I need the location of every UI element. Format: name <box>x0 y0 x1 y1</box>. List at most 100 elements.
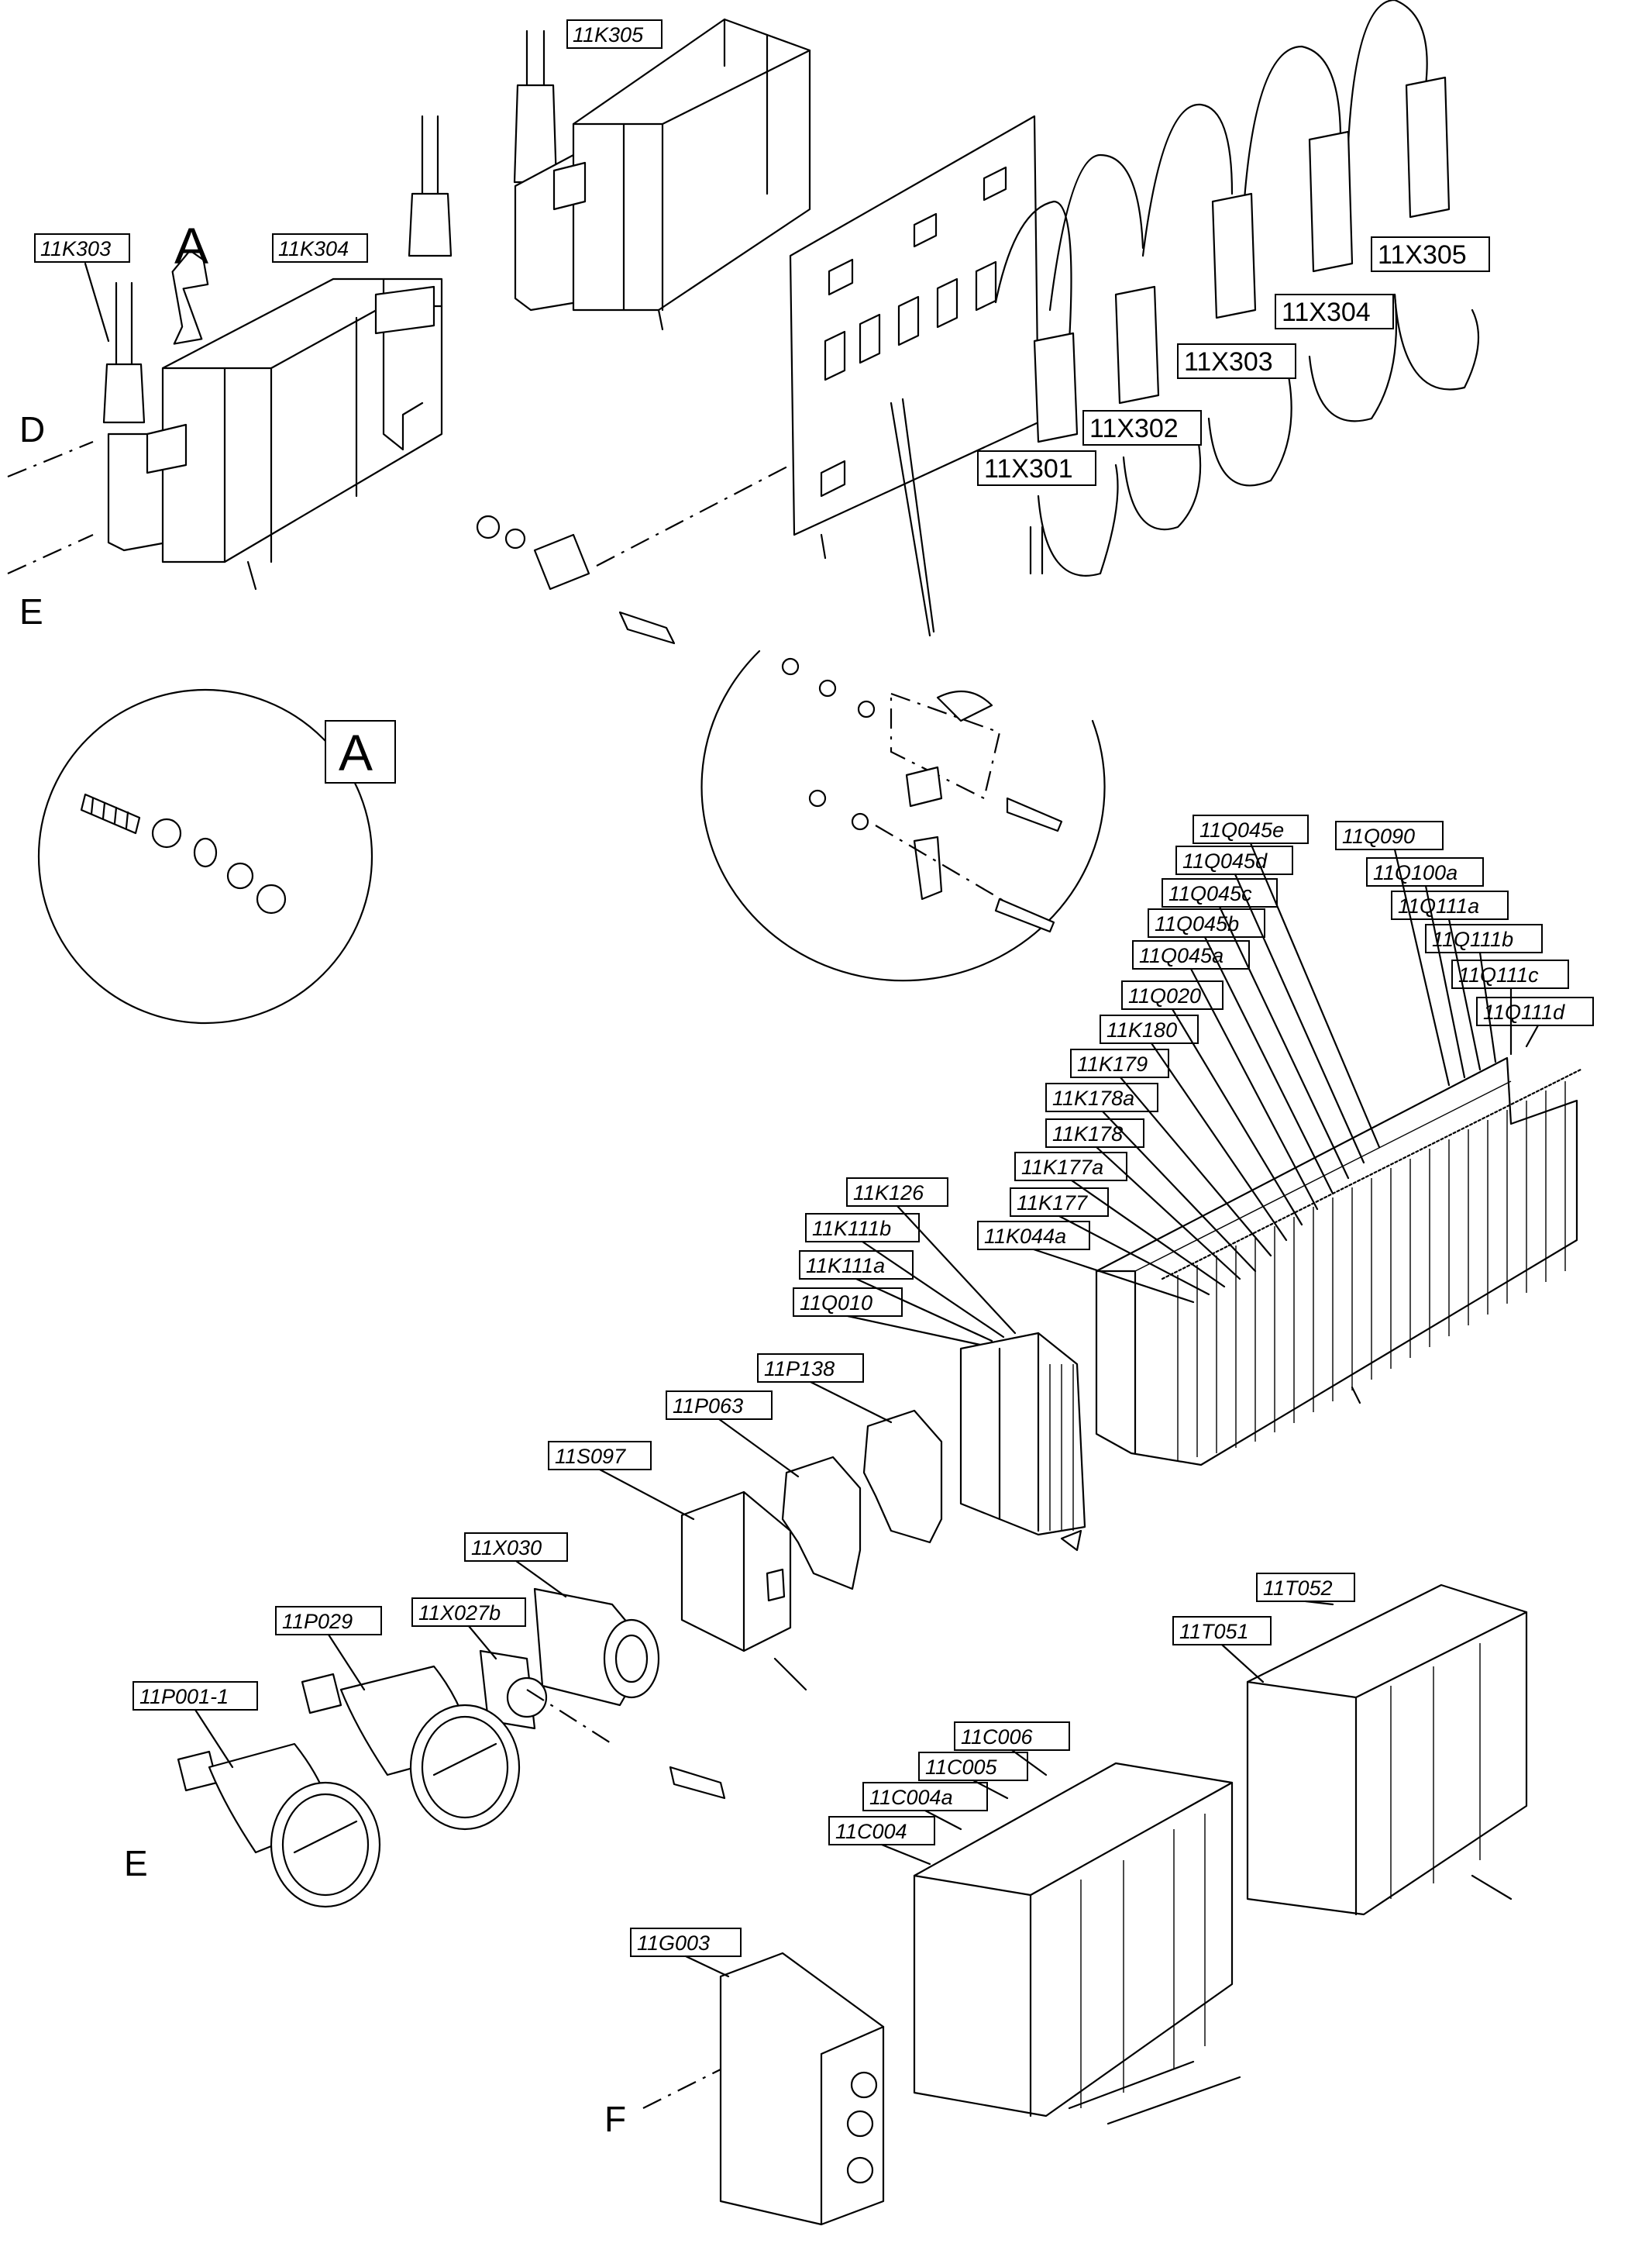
label-11K044a: 11K044a <box>977 1221 1090 1250</box>
svg-text:11Q100a: 11Q100a <box>1373 861 1458 884</box>
svg-text:11P001-1: 11P001-1 <box>139 1685 229 1708</box>
svg-text:11T052: 11T052 <box>1263 1576 1333 1600</box>
line-D <box>7 440 94 478</box>
label-11P138: 11P138 <box>757 1353 864 1383</box>
label-11Q100a: 11Q100a <box>1366 857 1484 887</box>
label-11G003: 11G003 <box>630 1928 742 1957</box>
modules-11T051-11T052 <box>1246 1583 1528 1916</box>
svg-text:11K178a: 11K178a <box>1052 1087 1134 1110</box>
svg-text:11C005: 11C005 <box>925 1756 998 1779</box>
socket-11X030-11X027b <box>479 1587 726 1800</box>
letter-A-arrow: A <box>174 217 208 274</box>
svg-text:11K178: 11K178 <box>1052 1122 1123 1146</box>
label-11K305: 11K305 <box>566 19 663 49</box>
label-11K178: 11K178 <box>1045 1118 1144 1148</box>
svg-text:11Q090: 11Q090 <box>1342 825 1415 848</box>
label-11K303: 11K303 <box>34 233 130 343</box>
svg-text:11K304: 11K304 <box>278 237 349 260</box>
svg-text:11K044a: 11K044a <box>984 1225 1066 1248</box>
label-11T052: 11T052 <box>1256 1573 1355 1602</box>
svg-text:11K111b: 11K111b <box>812 1217 891 1240</box>
label-11K177: 11K177 <box>1010 1187 1109 1217</box>
modules-11C004-11C006 <box>913 1762 1241 2125</box>
svg-text:11Q010: 11Q010 <box>800 1291 872 1315</box>
relay-module-bank <box>1095 1056 1582 1466</box>
svg-text:11Q111d: 11Q111d <box>1483 1001 1565 1024</box>
spacer-bolt <box>476 464 791 645</box>
svg-text:11X303: 11X303 <box>1184 347 1273 377</box>
letter-D: D <box>19 409 45 450</box>
terminal-blocks-11P063-11P138 <box>781 1409 943 1590</box>
label-11P029: 11P029 <box>275 1606 382 1635</box>
label-11Q111a: 11Q111a <box>1391 891 1509 920</box>
label-11Q045c: 11Q045c <box>1162 878 1278 908</box>
svg-text:11X304: 11X304 <box>1282 298 1371 327</box>
svg-text:11K126: 11K126 <box>853 1181 924 1204</box>
label-11Q045a: 11Q045a <box>1132 940 1250 970</box>
label-11Q020: 11Q020 <box>1121 980 1224 1010</box>
svg-text:11K180: 11K180 <box>1106 1018 1177 1042</box>
svg-text:11Q111c: 11Q111c <box>1458 963 1539 987</box>
label-11K126: 11K126 <box>846 1177 948 1207</box>
label-11C006: 11C006 <box>954 1721 1070 1751</box>
detail-A-frame <box>325 720 396 784</box>
svg-text:11T051: 11T051 <box>1179 1620 1249 1643</box>
svg-text:11Q111b: 11Q111b <box>1432 928 1513 951</box>
gauges-11P029-11P001 <box>177 1665 521 1908</box>
svg-text:11S097: 11S097 <box>555 1445 626 1468</box>
svg-text:11P138: 11P138 <box>764 1357 835 1380</box>
connector-labels: 11X301 11X302 11X303 11X304 11X305 <box>977 236 1490 486</box>
label-11X301: 11X301 <box>977 450 1096 486</box>
svg-text:11K111a: 11K111a <box>806 1254 885 1277</box>
svg-text:11Q045b: 11Q045b <box>1155 912 1239 936</box>
svg-text:11Q045d: 11Q045d <box>1182 849 1268 873</box>
svg-text:11X302: 11X302 <box>1089 414 1179 443</box>
label-11Q045d: 11Q045d <box>1175 846 1293 875</box>
label-11X305: 11X305 <box>1371 236 1490 272</box>
label-11K304: 11K304 <box>272 233 368 263</box>
detail-circle-A <box>37 688 396 1025</box>
label-11C004a: 11C004a <box>862 1782 988 1811</box>
svg-text:11P029: 11P029 <box>282 1610 353 1633</box>
label-11X304: 11X304 <box>1275 294 1394 329</box>
label-11X030: 11X030 <box>464 1532 568 1562</box>
svg-text:11C004a: 11C004a <box>869 1786 953 1809</box>
label-11Q111c: 11Q111c <box>1451 960 1569 989</box>
label-11Q090: 11Q090 <box>1335 821 1444 850</box>
label-11K111a: 11K111a <box>799 1250 914 1280</box>
relay-11K303-11K304 <box>102 115 453 591</box>
terminal-plate <box>789 115 1040 637</box>
label-11X302: 11X302 <box>1082 410 1202 446</box>
letter-A-detail: A <box>339 724 373 781</box>
svg-text:11P063: 11P063 <box>673 1394 743 1418</box>
svg-text:11K305: 11K305 <box>573 23 644 47</box>
svg-text:11C006: 11C006 <box>961 1725 1034 1749</box>
svg-text:11C004: 11C004 <box>835 1820 907 1843</box>
label-11Q111d: 11Q111d <box>1476 997 1594 1026</box>
label-11Q010: 11Q010 <box>793 1287 903 1317</box>
svg-text:11Q045e: 11Q045e <box>1199 818 1284 842</box>
svg-text:11X305: 11X305 <box>1378 240 1467 270</box>
switch-11S097 <box>680 1490 807 1691</box>
label-11C005: 11C005 <box>918 1752 1028 1781</box>
label-11P063: 11P063 <box>666 1390 773 1420</box>
letter-E-top: E <box>19 591 43 632</box>
label-11K178a: 11K178a <box>1045 1083 1158 1112</box>
module-11G003 <box>642 1952 885 2226</box>
svg-text:11X301: 11X301 <box>984 454 1073 484</box>
label-11C004: 11C004 <box>828 1816 935 1845</box>
svg-text:11Q045c: 11Q045c <box>1168 882 1252 905</box>
svg-text:11Q111a: 11Q111a <box>1398 894 1479 918</box>
svg-text:11X027b: 11X027b <box>418 1601 501 1625</box>
svg-text:11G003: 11G003 <box>637 1931 710 1955</box>
label-11Q111b: 11Q111b <box>1425 924 1543 953</box>
svg-text:11K177a: 11K177a <box>1021 1156 1103 1179</box>
label-11K180: 11K180 <box>1100 1015 1199 1044</box>
relay-11K305 <box>513 18 811 331</box>
letter-F: F <box>604 2099 626 2139</box>
label-11Q045b: 11Q045b <box>1148 908 1265 938</box>
label-11K177a: 11K177a <box>1014 1152 1127 1181</box>
module-11Q010-group <box>959 1332 1086 1552</box>
svg-text:11K303: 11K303 <box>40 237 111 260</box>
